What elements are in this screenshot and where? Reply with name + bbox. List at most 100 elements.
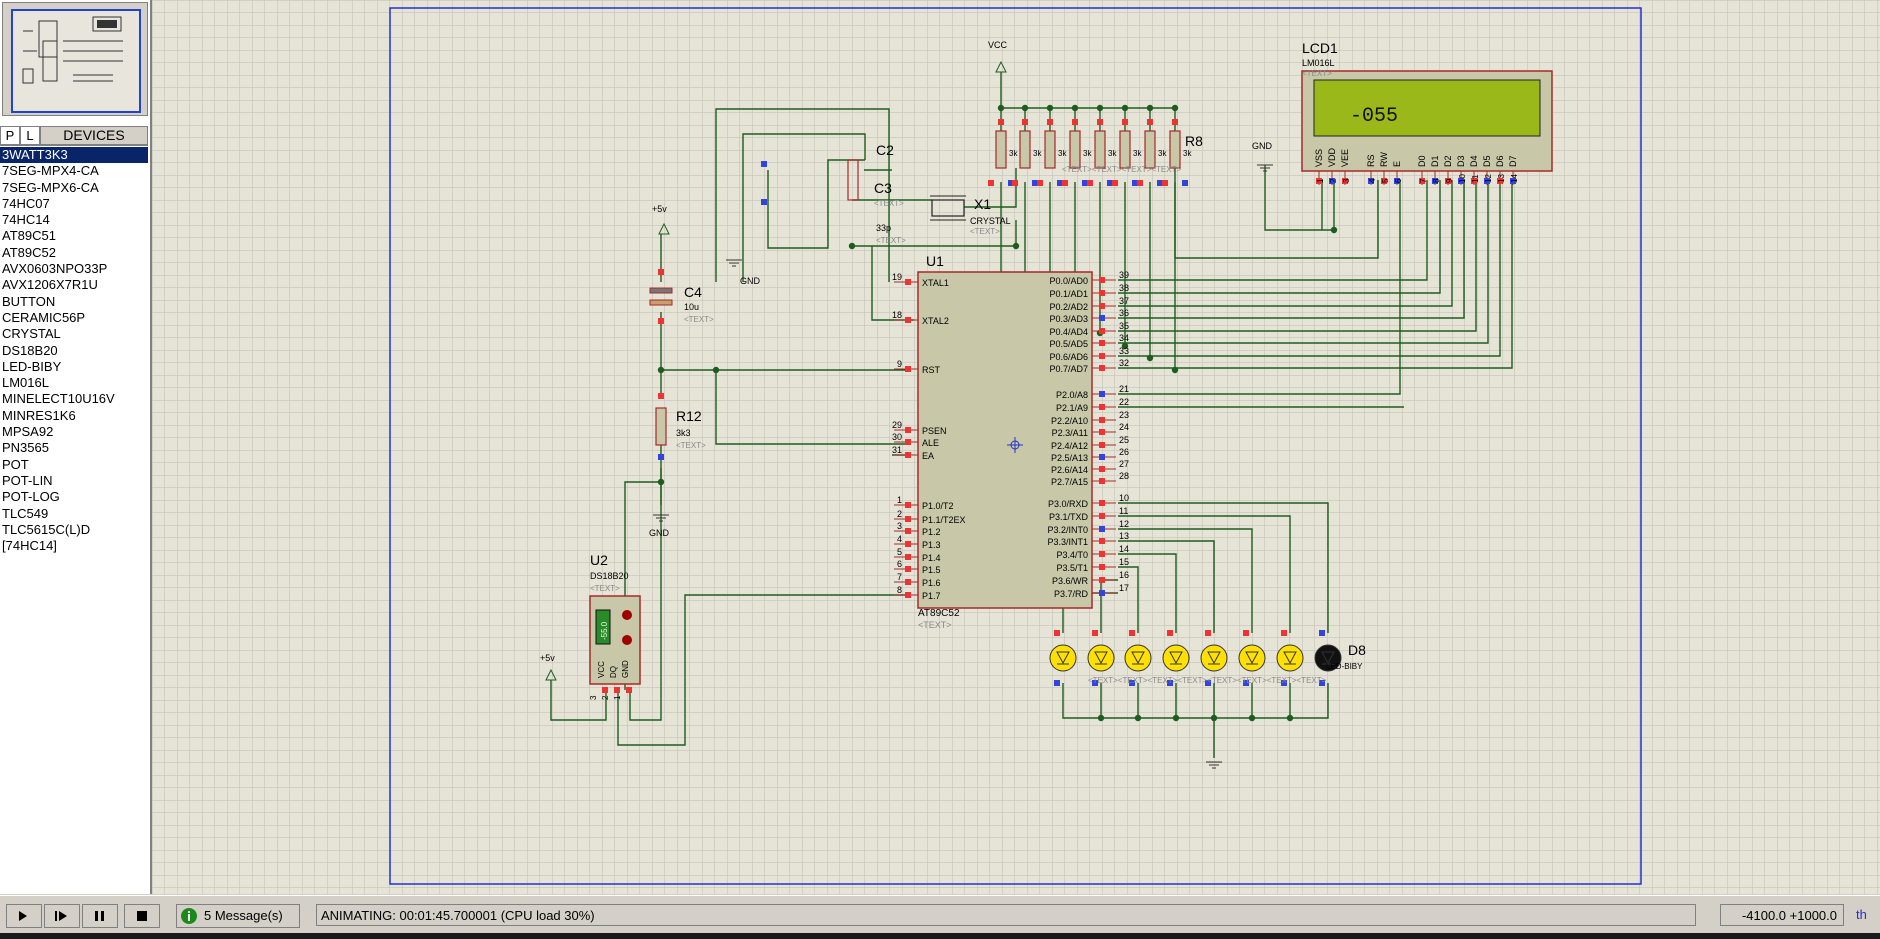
device-list-item[interactable]: POT bbox=[2, 456, 29, 472]
mcu-pin-name: P2.2/A10 bbox=[1051, 416, 1088, 426]
mcu-pin-name: P2.3/A11 bbox=[1052, 428, 1088, 438]
ds18b20-button[interactable] bbox=[622, 610, 632, 620]
wire bbox=[1118, 180, 1401, 395]
pin-marker bbox=[602, 687, 608, 693]
pin-marker bbox=[1419, 178, 1425, 184]
pin-marker bbox=[658, 318, 664, 324]
device-list-item[interactable]: 7SEG-MPX4-CA bbox=[2, 163, 99, 179]
mcu-pin-number: 33 bbox=[1119, 346, 1129, 356]
device-list-item[interactable]: AT89C52 bbox=[2, 244, 56, 260]
text-placeholder: <TEXT> bbox=[1302, 69, 1332, 78]
mcu-pin-number: 13 bbox=[1119, 531, 1129, 541]
led-symbol bbox=[1169, 651, 1183, 665]
device-list-item[interactable]: [74HC14] bbox=[2, 538, 57, 554]
led[interactable] bbox=[1276, 644, 1304, 672]
junction-dot bbox=[1134, 714, 1142, 722]
overview-thumbnail[interactable] bbox=[11, 9, 141, 113]
lcd-pin-number: 6 bbox=[1394, 178, 1403, 183]
pin-marker bbox=[1394, 178, 1400, 184]
resistor[interactable] bbox=[1169, 130, 1181, 169]
device-list-item[interactable]: 74HC07 bbox=[2, 195, 50, 211]
pin-marker bbox=[1057, 180, 1063, 186]
pin-marker bbox=[1167, 630, 1173, 636]
device-list-item[interactable]: TLC5615C(L)D bbox=[2, 521, 91, 537]
ds18b20-pin-number: 1 bbox=[613, 695, 622, 700]
pin-marker bbox=[988, 180, 994, 186]
device-list-item[interactable]: AT89C51 bbox=[2, 228, 56, 244]
resistor[interactable] bbox=[995, 130, 1007, 169]
crystal-x1[interactable] bbox=[931, 199, 965, 217]
led[interactable] bbox=[1238, 644, 1266, 672]
device-list-item[interactable]: MPSA92 bbox=[2, 424, 54, 440]
device-list-item[interactable]: 74HC14 bbox=[2, 212, 50, 228]
pin-marker bbox=[905, 366, 911, 372]
device-list-item[interactable]: POT-LIN bbox=[2, 472, 53, 488]
device-list-item[interactable]: 3WATT3K3 bbox=[0, 147, 148, 164]
stop-button[interactable] bbox=[124, 904, 160, 928]
device-list-item[interactable]: MINRES1K6 bbox=[2, 407, 76, 423]
c4-plate[interactable] bbox=[649, 299, 673, 306]
device-list-item[interactable]: BUTTON bbox=[2, 293, 56, 309]
device-list-item[interactable]: DS18B20 bbox=[2, 342, 58, 358]
r12-resistor[interactable] bbox=[655, 407, 667, 446]
device-list-item[interactable]: PN3565 bbox=[2, 440, 49, 456]
device-list-item[interactable]: LM016L bbox=[2, 375, 49, 391]
mcu-pin-name: P0.2/AD2 bbox=[1049, 302, 1088, 312]
led[interactable] bbox=[1087, 644, 1115, 672]
device-list-item[interactable]: MINELECT10U16V bbox=[2, 391, 115, 407]
led[interactable] bbox=[1124, 644, 1152, 672]
mcu-pin-name: P3.0/RXD bbox=[1048, 499, 1089, 509]
resistor[interactable] bbox=[1094, 130, 1106, 169]
messages-indicator[interactable]: 5 Message(s) bbox=[176, 904, 300, 928]
device-list-item[interactable]: POT-LOG bbox=[2, 489, 60, 505]
units-indicator[interactable]: th bbox=[1856, 907, 1867, 922]
pin-marker bbox=[1099, 328, 1105, 334]
pin-marker bbox=[1510, 178, 1516, 184]
c4-plate[interactable] bbox=[649, 287, 673, 294]
mcu-pin-number: 7 bbox=[897, 572, 902, 582]
pin-marker bbox=[1099, 290, 1105, 296]
c3-capacitor[interactable] bbox=[847, 159, 859, 201]
tab-library[interactable]: L bbox=[20, 126, 40, 145]
resistor[interactable] bbox=[1144, 130, 1156, 169]
mcu-pin-name: P2.7/A15 bbox=[1051, 477, 1088, 487]
ds18b20-pin-name: GND bbox=[621, 660, 630, 678]
ds18b20-button[interactable] bbox=[622, 635, 632, 645]
mcu-pin-number: 12 bbox=[1119, 519, 1129, 529]
pin-marker bbox=[1129, 680, 1135, 686]
pin-marker bbox=[1432, 178, 1438, 184]
pin-marker bbox=[1054, 630, 1060, 636]
step-play-button[interactable] bbox=[6, 904, 42, 928]
tab-pick-devices[interactable]: P bbox=[0, 126, 20, 145]
text-placeholder: <TEXT> bbox=[918, 620, 952, 630]
device-list-item[interactable]: LED-BIBY bbox=[2, 358, 62, 374]
pin-marker bbox=[1243, 680, 1249, 686]
junction-dot bbox=[657, 366, 665, 374]
led-symbol bbox=[1056, 651, 1070, 665]
junction-dot bbox=[1097, 714, 1105, 722]
wire bbox=[1118, 180, 1441, 294]
device-list-item[interactable]: 7SEG-MPX6-CA bbox=[2, 179, 99, 195]
resistor[interactable] bbox=[1119, 130, 1131, 169]
led[interactable] bbox=[1200, 644, 1228, 672]
ds18b20-display bbox=[595, 609, 611, 645]
led[interactable] bbox=[1049, 644, 1077, 672]
wire bbox=[1062, 683, 1329, 719]
resistor[interactable] bbox=[1069, 130, 1081, 169]
play-pause-button[interactable] bbox=[44, 904, 80, 928]
device-list-item[interactable]: AVX0603NPO33P bbox=[2, 261, 108, 277]
pause-button[interactable] bbox=[82, 904, 118, 928]
device-list-item[interactable]: CERAMIC56P bbox=[2, 309, 86, 325]
device-list-item[interactable]: TLC549 bbox=[2, 505, 49, 521]
led[interactable] bbox=[1162, 644, 1190, 672]
pin-marker bbox=[1099, 590, 1105, 596]
mcu-body[interactable] bbox=[917, 271, 1093, 609]
device-list-item[interactable]: CRYSTAL bbox=[2, 326, 61, 342]
overview-window[interactable] bbox=[2, 2, 148, 116]
resistor[interactable] bbox=[1044, 130, 1056, 169]
power-symbol bbox=[545, 668, 557, 681]
device-list-item[interactable]: AVX1206X7R1U bbox=[2, 277, 98, 293]
resistor[interactable] bbox=[1019, 130, 1031, 169]
